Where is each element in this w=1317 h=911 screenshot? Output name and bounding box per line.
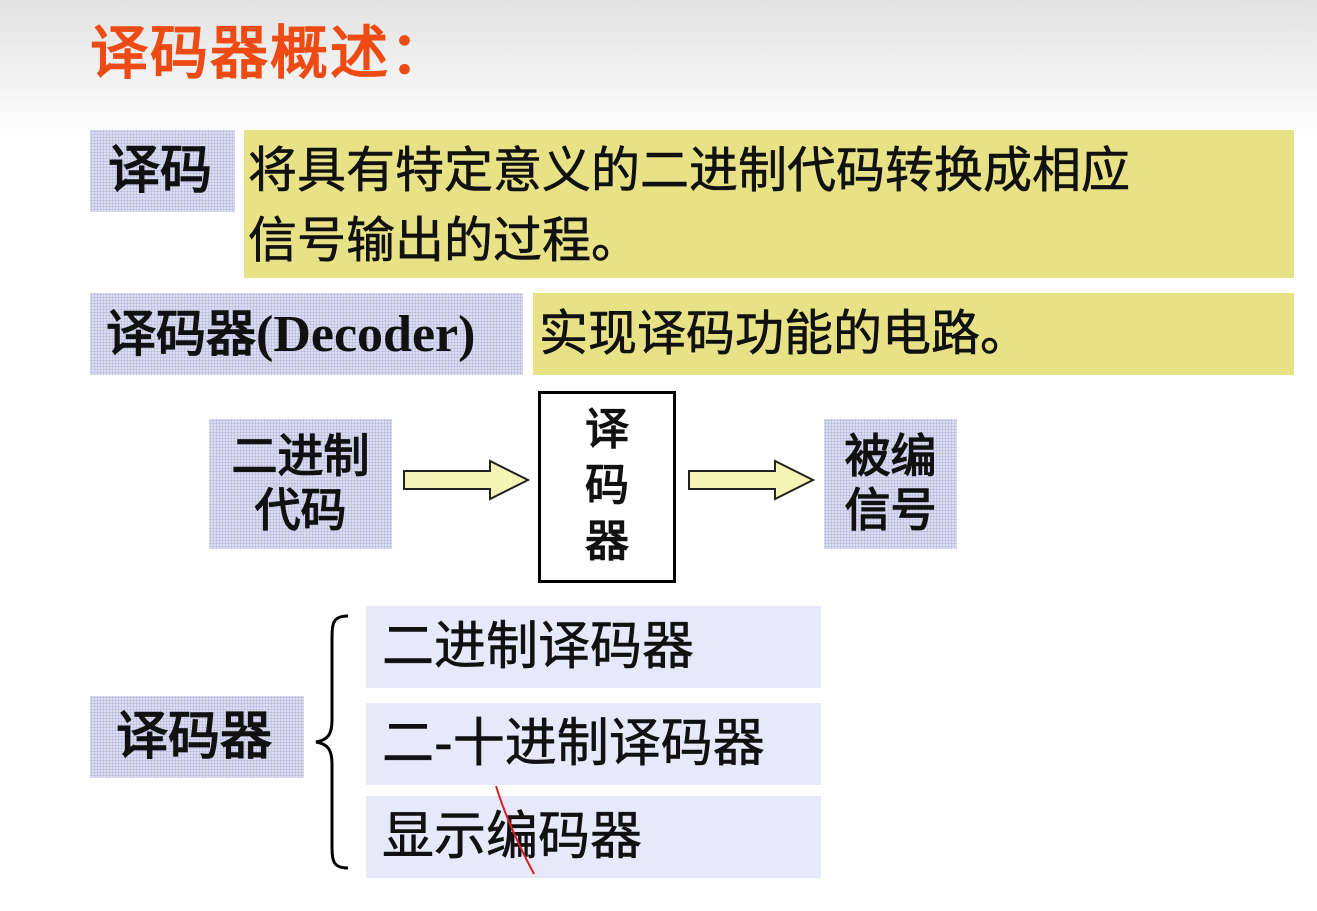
definition-decoding-line2: 信号输出的过程。	[248, 212, 641, 270]
diagram-output-line1: 被编	[844, 429, 937, 483]
definition-decoding: 将具有特定意义的二进制代码转换成相应 信号输出的过程。	[244, 130, 1294, 278]
definition-decoder: 实现译码功能的电路。	[533, 293, 1294, 375]
arrow-right-icon	[688, 459, 816, 501]
diagram-output-line2: 信号	[844, 483, 937, 537]
decoder-char-2: 码	[585, 460, 629, 511]
slide-header-band	[0, 0, 1317, 140]
classification-root: 译码器	[90, 696, 304, 778]
diagram-input-block: 二进制 代码	[209, 419, 392, 549]
type-binary-decoder: 二进制译码器	[366, 606, 821, 688]
video-watermark: 1000_编码器	[1166, 6, 1307, 31]
term-decoder-en: (Decoder)	[256, 306, 476, 363]
term-decoder: 译码器(Decoder)	[90, 293, 523, 375]
slide-title: 译码器概述：	[90, 19, 451, 87]
type-bcd-decoder: 二-十进制译码器	[366, 703, 821, 785]
term-decoding: 译码	[90, 130, 235, 212]
decoder-char-3: 器	[585, 516, 629, 567]
decoder-char-1: 译	[585, 404, 629, 455]
curly-brace-icon	[315, 614, 349, 870]
arrow-right-icon	[403, 459, 531, 501]
pen-annotation-mark	[495, 785, 535, 875]
diagram-input-line2: 代码	[254, 483, 347, 537]
definition-decoding-line1: 将具有特定意义的二进制代码转换成相应	[248, 142, 1131, 200]
type-display-encoder: 显示编码器	[366, 796, 821, 878]
term-decoder-cn: 译码器	[106, 305, 256, 363]
diagram-output-block: 被编 信号	[824, 419, 957, 549]
diagram-decoder-block: 译 码 器	[538, 391, 676, 583]
diagram-input-line1: 二进制	[231, 429, 370, 483]
